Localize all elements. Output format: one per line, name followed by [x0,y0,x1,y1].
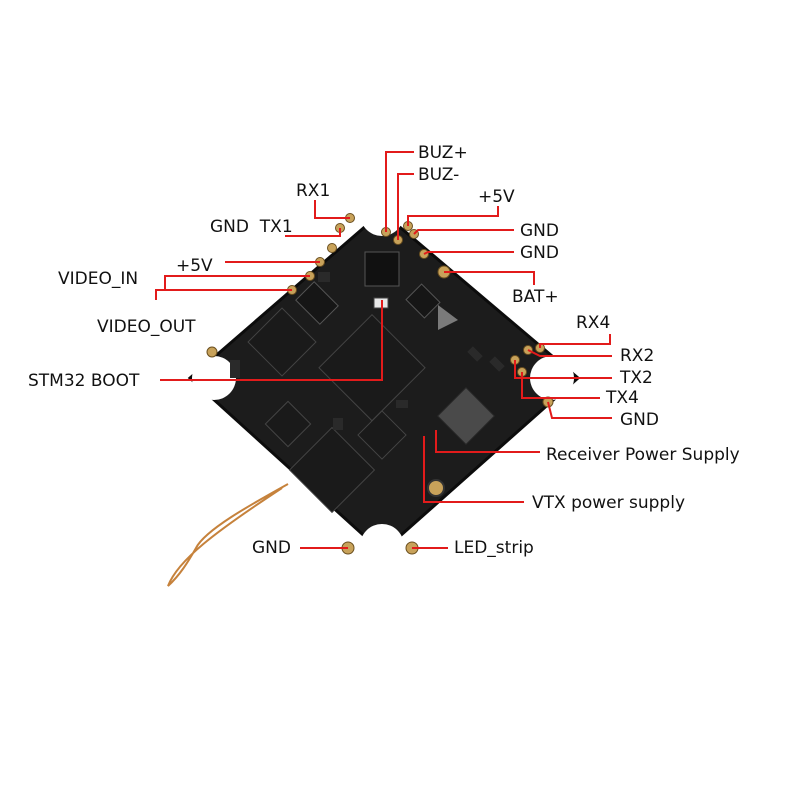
label-gnd-tx1: GND TX1 [210,217,293,237]
mosfet-2 [405,283,441,319]
label-buz-plus: BUZ+ [418,143,468,163]
label-led-strip: LED_strip [454,538,534,558]
flash-chip [357,410,407,460]
mcu-chip [318,313,426,422]
mount-hole-left [192,356,236,400]
label-stm32-boot: STM32 BOOT [28,371,140,391]
label-gnd-2: GND [520,243,559,263]
label-gnd-bottom: GND [252,538,291,558]
label-rx2: RX2 [620,346,654,366]
inductor [437,387,495,445]
receiver-chip [288,426,376,514]
mount-hole-bottom [360,524,404,568]
label-bat-plus: BAT+ [512,287,559,307]
label-gnd-1: GND [520,221,559,241]
gyro-chip [264,400,312,448]
label-video-in: VIDEO_IN [58,269,138,289]
label-receiver-power: Receiver Power Supply [546,445,740,465]
direction-arrow [438,305,458,330]
label-tx4: TX4 [605,388,639,408]
label-plus5v-top: +5V [478,187,515,207]
pad-gnd-left-side [206,346,218,358]
label-vtx-power: VTX power supply [532,493,685,513]
ufl-antenna-connector [427,479,445,497]
mount-hole-top [360,192,404,236]
pad-gnd-tx1 [327,243,337,253]
osd-chip [247,307,317,377]
label-rx1: RX1 [296,181,330,201]
label-gnd-right: GND [620,410,659,430]
flight-controller-board [187,192,581,568]
label-plus5v-left: +5V [176,256,213,276]
label-tx2: TX2 [619,368,653,388]
label-video-out: VIDEO_OUT [97,317,196,337]
mosfet-1 [295,281,339,325]
leader-lines [155,151,612,549]
regulator-chip [364,251,400,287]
label-buz-minus: BUZ- [418,165,459,185]
antenna-wire [167,483,289,587]
label-rx4: RX4 [576,313,610,333]
